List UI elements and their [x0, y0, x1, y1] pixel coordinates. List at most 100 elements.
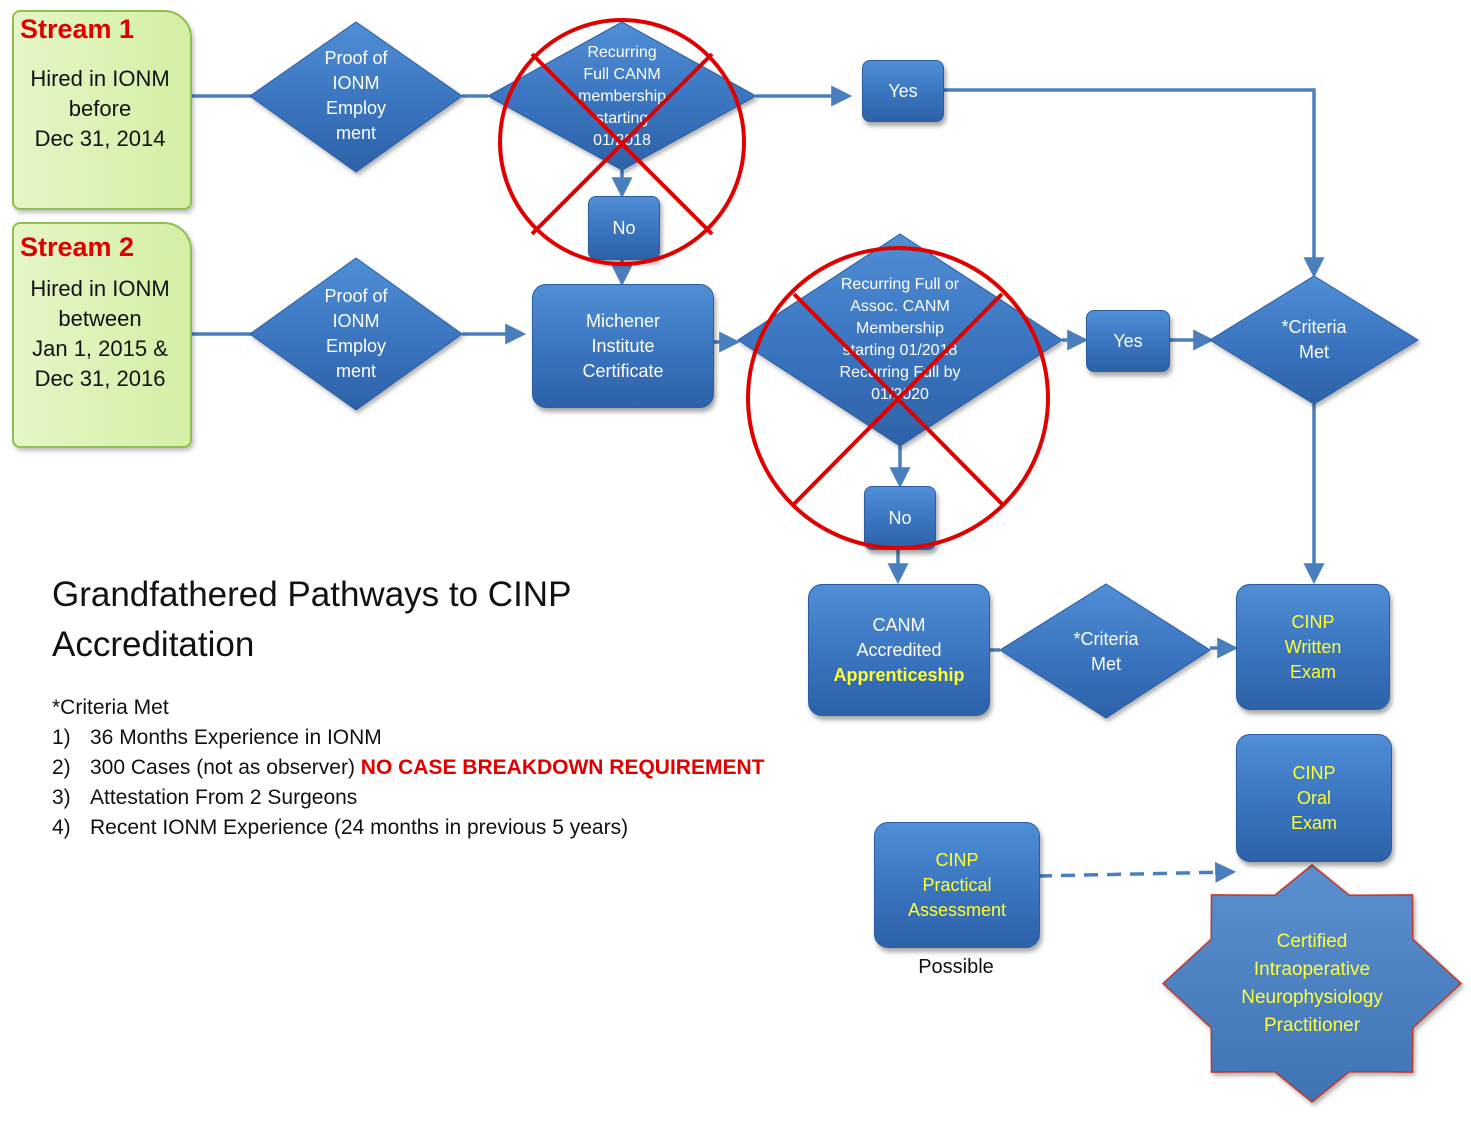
- stream1-no-box: No: [588, 196, 660, 260]
- diamond-line: Met: [1298, 342, 1329, 362]
- box-line: Exam: [1289, 661, 1336, 682]
- michener-certificate-box: Michener Institute Certificate: [532, 284, 714, 408]
- criteria-item: 4) Recent IONM Experience (24 months in …: [52, 813, 764, 843]
- box-line: Certificate: [582, 360, 664, 381]
- strike-circle-2: [746, 246, 1050, 550]
- star-line: Intraoperative: [1253, 959, 1371, 980]
- stream2-line: between: [58, 306, 142, 331]
- diamond-line: Proof of: [324, 286, 388, 306]
- diamond-line: Recurring Full or: [840, 276, 960, 293]
- stream1-line: before: [68, 96, 132, 121]
- no-label: No: [612, 217, 636, 238]
- stream2-line: Hired in IONM: [30, 276, 170, 301]
- box-line: Oral: [1296, 787, 1331, 808]
- box-line: CANM: [872, 614, 926, 635]
- strike-cross-1b: [530, 52, 714, 236]
- criteria-text: Attestation From 2 Surgeons: [90, 786, 358, 809]
- diamond-line: Recurring: [587, 44, 657, 61]
- box-line: Assessment: [907, 899, 1007, 920]
- diamond-line: ment: [335, 123, 377, 143]
- stream1-yes-box: Yes: [862, 60, 944, 122]
- criteria-met-bottom-text: *Criteria Met: [1046, 626, 1166, 678]
- criteria-met-top-diamond: [1209, 275, 1419, 405]
- diamond-line: *Criteria: [1281, 317, 1347, 337]
- star-line: Certified: [1276, 931, 1348, 952]
- page-title: Grandfathered Pathways to CINP Accredita…: [52, 570, 652, 670]
- criteria-item: 3) Attestation From 2 Surgeons: [52, 783, 764, 813]
- apprenticeship-label: Apprenticeship: [833, 664, 965, 685]
- criteria-number: 3): [52, 786, 71, 809]
- diamond-line: starting 01/2018: [842, 342, 958, 359]
- star-line: Practitioner: [1263, 1015, 1361, 1036]
- diamond-line: Assoc. CANM: [850, 298, 950, 315]
- criteria-heading: *Criteria Met: [52, 696, 169, 719]
- stream2-description: Hired in IONM between Jan 1, 2015 & Dec …: [12, 274, 188, 394]
- stream2-membership-text: Recurring Full or Assoc. CANM Membership…: [810, 272, 990, 408]
- box-line: Institute: [591, 335, 655, 356]
- diamond-line: Employ: [325, 336, 387, 356]
- criteria-text: 300 Cases (not as observer): [90, 756, 361, 779]
- apprenticeship-box: CANM Accredited Apprenticeship: [808, 584, 990, 716]
- diamond-line: 01/2018: [593, 132, 651, 149]
- title-line: Grandfathered Pathways to CINP: [52, 575, 572, 614]
- strike-cross-2b: [792, 292, 1004, 506]
- stream1-proof-text: Proof of IONM Employ ment: [300, 46, 412, 146]
- stream2-line: Jan 1, 2015 &: [32, 336, 168, 361]
- criteria-list: *Criteria Met 1) 36 Months Experience in…: [52, 693, 764, 843]
- diamond-line: Met: [1090, 654, 1121, 674]
- stream2-membership-diamond: [737, 233, 1063, 447]
- box-line: Michener: [585, 310, 661, 331]
- possible-label: Possible: [918, 956, 994, 978]
- box-line: CINP: [1291, 611, 1335, 632]
- title-line: Accreditation: [52, 625, 255, 664]
- stream1-title: Stream 1: [20, 14, 135, 44]
- yes-label: Yes: [1113, 330, 1143, 351]
- cinp-oral-exam-box: CINP Oral Exam: [1236, 734, 1392, 862]
- box-line: Practical: [922, 874, 992, 895]
- box-line: Accredited: [856, 639, 942, 660]
- stream1-line: Hired in IONM: [30, 66, 170, 91]
- diamond-line: Membership: [855, 320, 945, 337]
- stream1-description: Hired in IONM before Dec 31, 2014: [12, 64, 188, 154]
- criteria-item: 1) 36 Months Experience in IONM: [52, 723, 764, 753]
- criteria-met-bottom-diamond: [999, 583, 1211, 719]
- criteria-highlight: NO CASE BREAKDOWN REQUIREMENT: [360, 756, 765, 779]
- stream2-scroll: [12, 222, 192, 448]
- criteria-number: 2): [52, 756, 71, 779]
- stream2-proof-text: Proof of IONM Employ ment: [300, 284, 412, 384]
- stream2-no-box: No: [864, 486, 936, 550]
- diamond-line: Employ: [325, 98, 387, 118]
- star-line: Neurophysiology: [1241, 987, 1383, 1008]
- cinp-written-exam-box: CINP Written Exam: [1236, 584, 1390, 710]
- box-line: Written: [1284, 636, 1342, 657]
- criteria-item: 2) 300 Cases (not as observer) NO CASE B…: [52, 753, 764, 783]
- stream1-membership-diamond: [486, 21, 758, 171]
- certified-star-text: Certified Intraoperative Neurophysiology…: [1212, 928, 1412, 1040]
- criteria-number: 1): [52, 726, 71, 749]
- box-line: CINP: [1292, 762, 1336, 783]
- stream2-proof-diamond: [249, 257, 463, 411]
- criteria-text: 36 Months Experience in IONM: [90, 726, 382, 749]
- criteria-met-top-text: *Criteria Met: [1254, 314, 1374, 366]
- diamond-line: ment: [335, 361, 377, 381]
- stream1-scroll: [12, 10, 192, 210]
- criteria-text: Recent IONM Experience (24 months in pre…: [90, 816, 629, 839]
- cinp-practical-assessment-box: CINP Practical Assessment: [874, 822, 1040, 948]
- box-line: Exam: [1290, 812, 1337, 833]
- diamond-line: Full CANM: [583, 66, 661, 83]
- stream1-line: Dec 31, 2014: [34, 126, 166, 151]
- stream2-yes-box: Yes: [1086, 310, 1170, 372]
- no-label: No: [888, 507, 912, 528]
- strike-circle-1: [498, 18, 746, 266]
- diamond-line: Proof of: [324, 48, 388, 68]
- yes-label: Yes: [888, 80, 918, 101]
- stream2-line: Dec 31, 2016: [34, 366, 166, 391]
- stream2-title: Stream 2: [20, 232, 135, 262]
- diamond-line: membership: [577, 88, 667, 105]
- diamond-line: IONM: [332, 311, 380, 331]
- diamond-line: IONM: [332, 73, 380, 93]
- diamond-line: starting: [595, 110, 649, 127]
- criteria-number: 4): [52, 816, 71, 839]
